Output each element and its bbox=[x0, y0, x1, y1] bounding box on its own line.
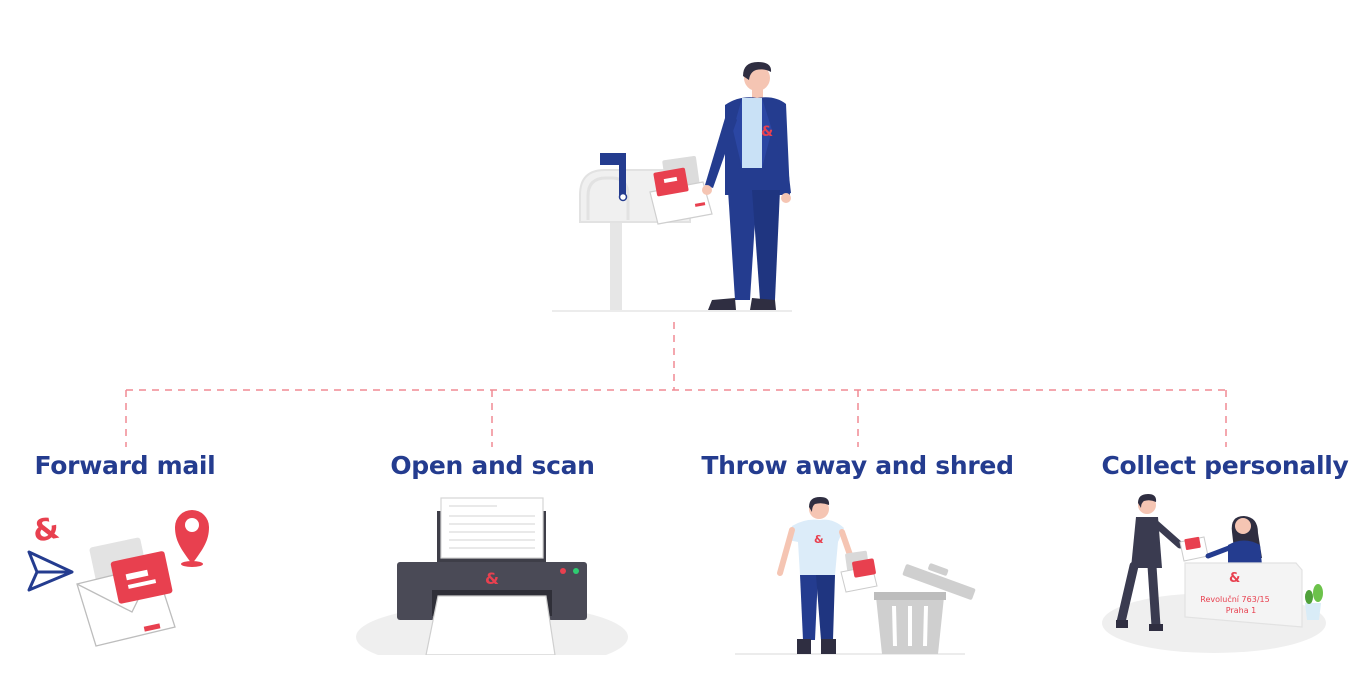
option-title-collect-personally: Collect personally bbox=[1101, 451, 1349, 480]
forward-mail-illustration: & bbox=[27, 510, 209, 647]
option-title-throw-away-and-shred: Throw away and shred bbox=[701, 451, 1014, 480]
svg-text:&: & bbox=[30, 511, 62, 550]
reception-sign-line2: Praha 1 bbox=[1226, 606, 1256, 615]
reception-sign-line1: Revoluční 763/15 bbox=[1200, 594, 1269, 604]
throw-away-and-shred-illustration: & bbox=[735, 497, 976, 655]
svg-text:&: & bbox=[485, 569, 499, 588]
svg-text:&: & bbox=[1229, 571, 1240, 586]
collect-personally-illustration: & Revoluční 763/15 Praha 1 bbox=[1102, 494, 1326, 653]
svg-text:&: & bbox=[814, 533, 824, 546]
svg-text:&: & bbox=[761, 124, 773, 140]
option-title-open-and-scan: Open and scan bbox=[390, 451, 595, 480]
option-title-forward-mail: Forward mail bbox=[34, 451, 216, 480]
man-at-mailbox-illustration: & bbox=[552, 62, 792, 312]
open-and-scan-illustration: & bbox=[356, 497, 628, 655]
